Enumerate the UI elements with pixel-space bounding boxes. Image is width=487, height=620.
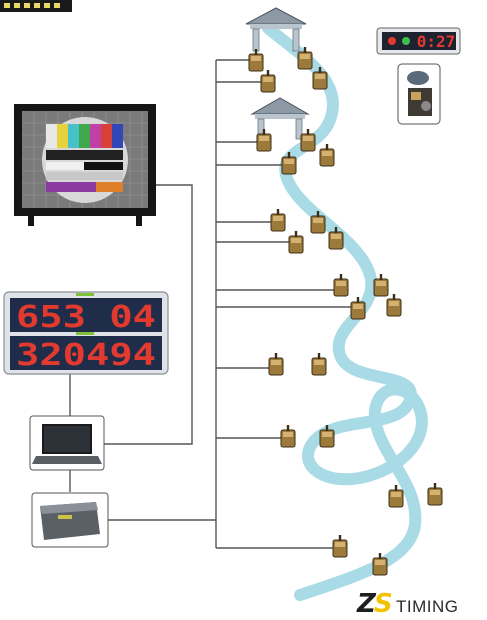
brand-logo: Z S TIMING — [356, 589, 459, 619]
status-light-red-icon — [388, 37, 396, 45]
brand-name: TIMING — [396, 597, 459, 616]
mini-display: 0:27 — [376, 27, 461, 55]
mini-display-time: 0:27 — [417, 32, 456, 51]
gate-pole-icon — [270, 208, 286, 232]
corner-stripe-icon — [0, 0, 72, 12]
gate-pole-icon — [280, 424, 296, 448]
gate-pole-icon — [260, 69, 276, 93]
gate-pole-icon — [288, 230, 304, 254]
gate-pole-icon — [388, 484, 404, 508]
gate-pole-icon — [333, 273, 349, 297]
scoreboard-line-2: 320494 — [16, 338, 156, 373]
gate-pole-icon — [300, 128, 316, 152]
timer-box-icon — [31, 492, 109, 548]
status-light-green-icon — [402, 37, 410, 45]
gate-pole-icon — [311, 352, 327, 376]
led-scoreboard: 653 04 320494 — [3, 291, 169, 375]
gate-pole-icon — [386, 293, 402, 317]
scoreboard-line-1: 653 04 — [16, 300, 156, 335]
camera-icon — [397, 63, 441, 125]
gate-pole-icon — [319, 143, 335, 167]
gate-pole-icon — [268, 352, 284, 376]
start-house-icon — [245, 7, 307, 52]
gate-pole-icon — [332, 534, 348, 558]
tv-monitor-icon — [14, 104, 156, 226]
laptop-icon — [29, 415, 105, 471]
wiring — [69, 59, 354, 549]
start-house-icon — [250, 97, 310, 140]
brand-z: Z — [356, 589, 377, 619]
gate-pole-icon — [427, 482, 443, 506]
gate-pole-icon — [248, 48, 264, 72]
brand-s: S — [374, 589, 393, 619]
